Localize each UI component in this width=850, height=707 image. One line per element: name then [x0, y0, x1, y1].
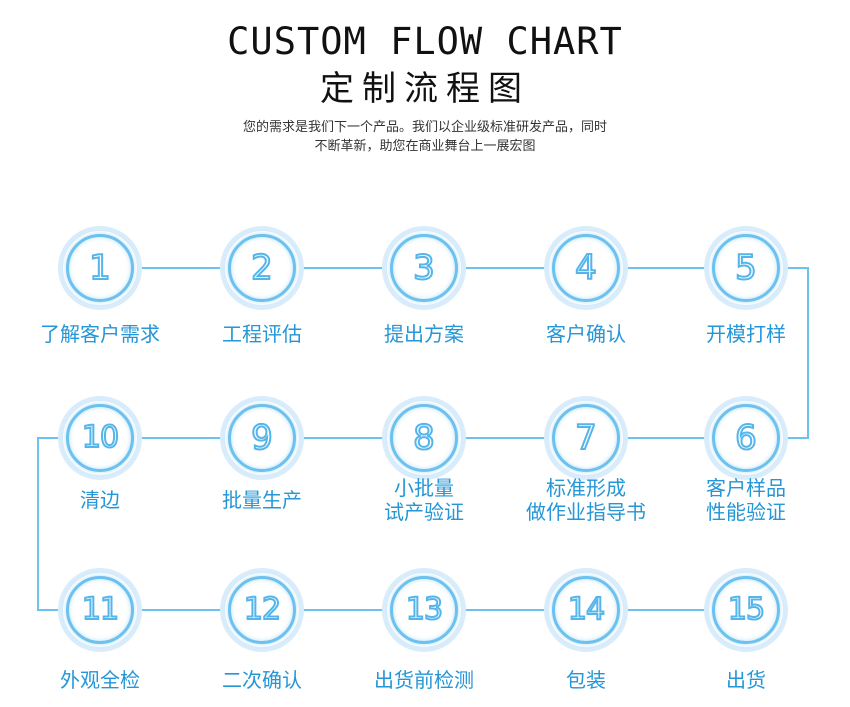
step-label-line: 包装 [566, 668, 606, 692]
step-circle-inner: 3 [390, 234, 458, 302]
step-circle-inner: 1 [66, 234, 134, 302]
step-label-line: 做作业指导书 [526, 500, 646, 524]
step-circle: 15 [704, 568, 788, 652]
page-title-english: CUSTOM FLOW CHART [227, 20, 623, 63]
step-number: 11 [81, 591, 120, 628]
step-number: 7 [574, 417, 598, 459]
step-label-line: 工程评估 [222, 322, 302, 346]
step-number: 13 [405, 591, 444, 628]
step-circle-inner: 14 [552, 576, 620, 644]
step-label: 出货 [666, 668, 826, 692]
step-circle: 1 [58, 226, 142, 310]
step-label: 客户样品性能验证 [666, 476, 826, 524]
step-circle-inner: 10 [66, 404, 134, 472]
step-number: 1 [88, 247, 112, 289]
subtitle-line-1: 您的需求是我们下一个产品。我们以企业级标准研发产品，同时 [242, 120, 607, 135]
step-number: 15 [727, 591, 766, 628]
step-label: 提出方案 [344, 322, 504, 346]
step-circle-inner: 12 [228, 576, 296, 644]
step-circle-inner: 9 [228, 404, 296, 472]
step-circle: 4 [544, 226, 628, 310]
step-circle-inner: 8 [390, 404, 458, 472]
step-label-line: 开模打样 [706, 322, 786, 346]
step-number: 5 [734, 247, 758, 289]
step-label-line: 提出方案 [384, 322, 464, 346]
step-label-line: 性能验证 [706, 500, 786, 524]
step-circle: 6 [704, 396, 788, 480]
step-number: 4 [574, 247, 598, 289]
subtitle-line-2: 不断革新，助您在商业舞台上一展宏图 [314, 139, 536, 154]
step-label: 清边 [20, 488, 180, 512]
step-label: 开模打样 [666, 322, 826, 346]
step-number: 6 [734, 417, 758, 459]
step-label-line: 二次确认 [222, 668, 302, 692]
step-number: 9 [250, 417, 274, 459]
step-label: 二次确认 [182, 668, 342, 692]
step-circle: 7 [544, 396, 628, 480]
step-label: 标准形成做作业指导书 [506, 476, 666, 524]
step-label-line: 标准形成 [546, 476, 626, 500]
step-number: 8 [412, 417, 436, 459]
step-label-line: 了解客户需求 [40, 322, 160, 346]
step-label: 小批量试产验证 [344, 476, 504, 524]
step-circle: 5 [704, 226, 788, 310]
step-label-line: 清边 [80, 488, 120, 512]
page-subtitle: 您的需求是我们下一个产品。我们以企业级标准研发产品，同时 不断革新，助您在商业舞… [175, 118, 675, 156]
step-circle: 3 [382, 226, 466, 310]
step-label: 外观全检 [20, 668, 180, 692]
step-label: 出货前检测 [344, 668, 504, 692]
step-label: 包装 [506, 668, 666, 692]
step-label-line: 出货 [726, 668, 766, 692]
step-label: 工程评估 [182, 322, 342, 346]
step-label: 了解客户需求 [20, 322, 180, 346]
step-circle-inner: 6 [712, 404, 780, 472]
step-circle: 12 [220, 568, 304, 652]
step-label: 批量生产 [182, 488, 342, 512]
step-label-line: 外观全检 [60, 668, 140, 692]
step-number: 12 [243, 591, 282, 628]
step-number: 3 [412, 247, 436, 289]
step-circle-inner: 13 [390, 576, 458, 644]
step-circle-inner: 7 [552, 404, 620, 472]
step-circle: 10 [58, 396, 142, 480]
step-circle-inner: 15 [712, 576, 780, 644]
step-label-line: 试产验证 [384, 500, 464, 524]
step-circle: 13 [382, 568, 466, 652]
step-circle-inner: 2 [228, 234, 296, 302]
step-number: 10 [81, 419, 120, 456]
step-circle: 9 [220, 396, 304, 480]
step-label-line: 出货前检测 [374, 668, 474, 692]
step-circle-inner: 11 [66, 576, 134, 644]
step-circle: 2 [220, 226, 304, 310]
step-number: 2 [250, 247, 274, 289]
step-circle-inner: 5 [712, 234, 780, 302]
step-circle-inner: 4 [552, 234, 620, 302]
step-label-line: 客户样品 [706, 476, 786, 500]
page-title-chinese: 定制流程图 [320, 69, 530, 109]
step-label-line: 批量生产 [222, 488, 302, 512]
step-circle: 11 [58, 568, 142, 652]
step-number: 14 [567, 591, 606, 628]
step-circle: 8 [382, 396, 466, 480]
step-label-line: 客户确认 [546, 322, 626, 346]
step-label-line: 小批量 [394, 476, 454, 500]
step-label: 客户确认 [506, 322, 666, 346]
step-circle: 14 [544, 568, 628, 652]
